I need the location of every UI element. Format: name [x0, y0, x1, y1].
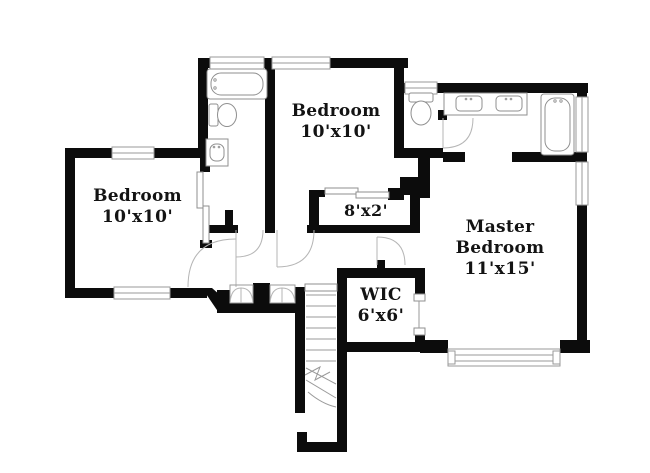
windows	[111, 56, 589, 367]
room-label-wic: WIC 6'x6'	[340, 285, 422, 327]
room-name: Bedroom	[455, 238, 545, 258]
sliding-closet-doors	[196, 171, 390, 244]
hall-bifold-closets	[229, 284, 296, 304]
hall-sink	[205, 138, 229, 167]
room-name: Bedroom	[291, 101, 381, 121]
master-bathtub	[540, 93, 575, 156]
room-label-bedroom-left: Bedroom 10'x10'	[75, 186, 200, 228]
room-label-bedroom-middle: Bedroom 10'x10'	[277, 101, 395, 143]
room-dimensions: 8'x2'	[343, 201, 389, 220]
master-double-vanity	[443, 92, 528, 116]
room-name: Bedroom	[93, 186, 182, 206]
doors	[187, 117, 474, 336]
hall-toilet	[208, 103, 237, 127]
master-toilet	[408, 92, 434, 126]
hall-bathtub	[206, 68, 268, 100]
room-label-closet-8x2: 8'x2'	[316, 200, 416, 221]
room-label-master-bedroom: Master Bedroom 11'x15'	[433, 217, 567, 280]
room-name: Master	[465, 217, 535, 237]
walls	[65, 58, 590, 452]
room-name: WIC	[360, 285, 402, 305]
room-dimensions: 11'x15'	[464, 259, 536, 279]
stairs	[304, 283, 338, 408]
room-dimensions: 10'x10'	[300, 122, 372, 142]
room-dimensions: 6'x6'	[357, 306, 405, 326]
room-dimensions: 10'x10'	[101, 207, 174, 227]
